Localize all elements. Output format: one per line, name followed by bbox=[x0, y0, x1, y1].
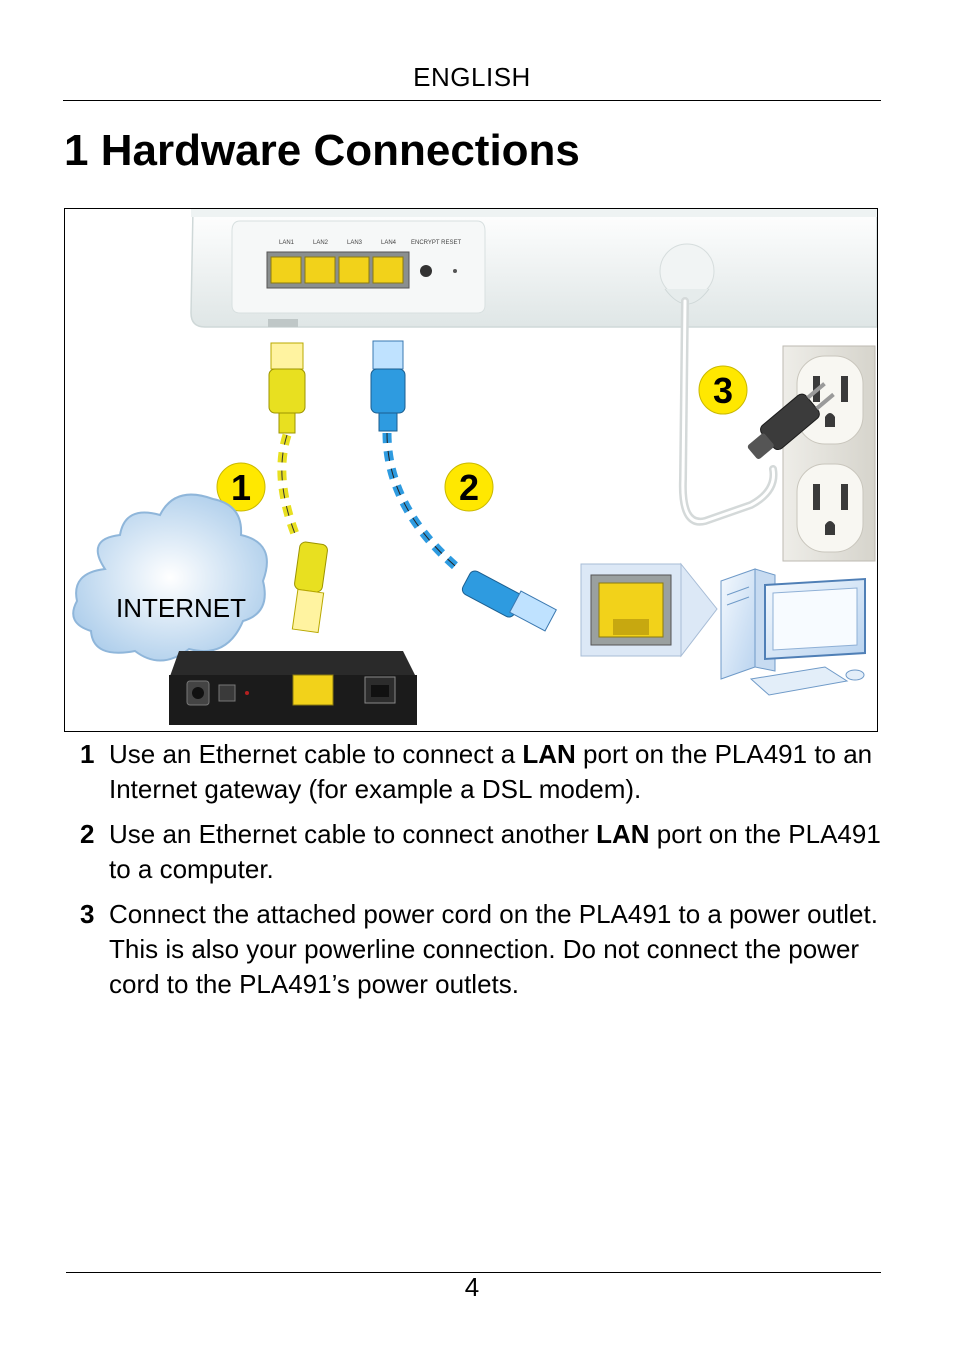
port-label-encrypt-reset: ENCRYPT RESET bbox=[411, 240, 461, 246]
step-number: 3 bbox=[80, 899, 95, 929]
header-rule bbox=[63, 100, 881, 101]
step-text: Connect the attached power cord on the P… bbox=[109, 897, 900, 1002]
page-number: 4 bbox=[464, 1272, 480, 1302]
hardware-connections-figure: LAN1 LAN2 LAN3 LAN4 ENCRYPT RESET bbox=[64, 208, 878, 732]
step-text-pre: Use an Ethernet cable to connect another bbox=[109, 819, 597, 849]
callout-3: 3 bbox=[713, 370, 733, 411]
power-plug-icon bbox=[747, 382, 835, 460]
footer-rule bbox=[66, 1272, 881, 1273]
internet-cloud-icon: INTERNET bbox=[72, 493, 268, 662]
header-language: ENGLISH bbox=[413, 62, 531, 92]
step-text-pre: Use an Ethernet cable to connect a bbox=[109, 739, 523, 769]
wall-outlet-icon bbox=[782, 345, 876, 562]
port-label-lan4: LAN4 bbox=[381, 240, 397, 246]
desktop-computer-icon bbox=[720, 568, 866, 696]
step-text: Use an Ethernet cable to connect a LAN p… bbox=[109, 737, 900, 807]
port-label-lan2: LAN2 bbox=[313, 240, 329, 246]
ethernet-plug-yellow-icon bbox=[268, 342, 328, 634]
instructions-list: 1 Use an Ethernet cable to connect a LAN… bbox=[80, 737, 900, 1012]
callout-1: 1 bbox=[231, 467, 251, 508]
step-2: 2 Use an Ethernet cable to connect anoth… bbox=[80, 817, 900, 887]
dsl-modem-icon bbox=[169, 651, 417, 725]
cloud-label: INTERNET bbox=[116, 593, 246, 623]
step-number: 1 bbox=[80, 739, 95, 769]
step-3: 3 Connect the attached power cord on the… bbox=[80, 897, 900, 1002]
ethernet-plug-blue-icon bbox=[370, 340, 557, 632]
port-label-lan3: LAN3 bbox=[347, 240, 363, 246]
step-text-bold: LAN bbox=[522, 739, 576, 769]
callout-2: 2 bbox=[459, 467, 479, 508]
step-number: 2 bbox=[80, 819, 95, 849]
port-label-lan1: LAN1 bbox=[279, 240, 295, 246]
powerline-adapter-icon: LAN1 LAN2 LAN3 LAN4 ENCRYPT RESET bbox=[190, 209, 877, 328]
step-text-bold: LAN bbox=[596, 819, 650, 849]
step-text-post: Connect the attached power cord on the P… bbox=[109, 899, 878, 999]
step-text-post: port on the PLA491 to a computer. bbox=[109, 819, 881, 884]
step-text: Use an Ethernet cable to connect another… bbox=[109, 817, 900, 887]
rj45-port-icon bbox=[580, 562, 718, 658]
step-1: 1 Use an Ethernet cable to connect a LAN… bbox=[80, 737, 900, 807]
page-title: 1 Hardware Connections bbox=[64, 126, 580, 175]
step-text-post: port on the PLA491 to an Internet gatewa… bbox=[109, 739, 873, 804]
